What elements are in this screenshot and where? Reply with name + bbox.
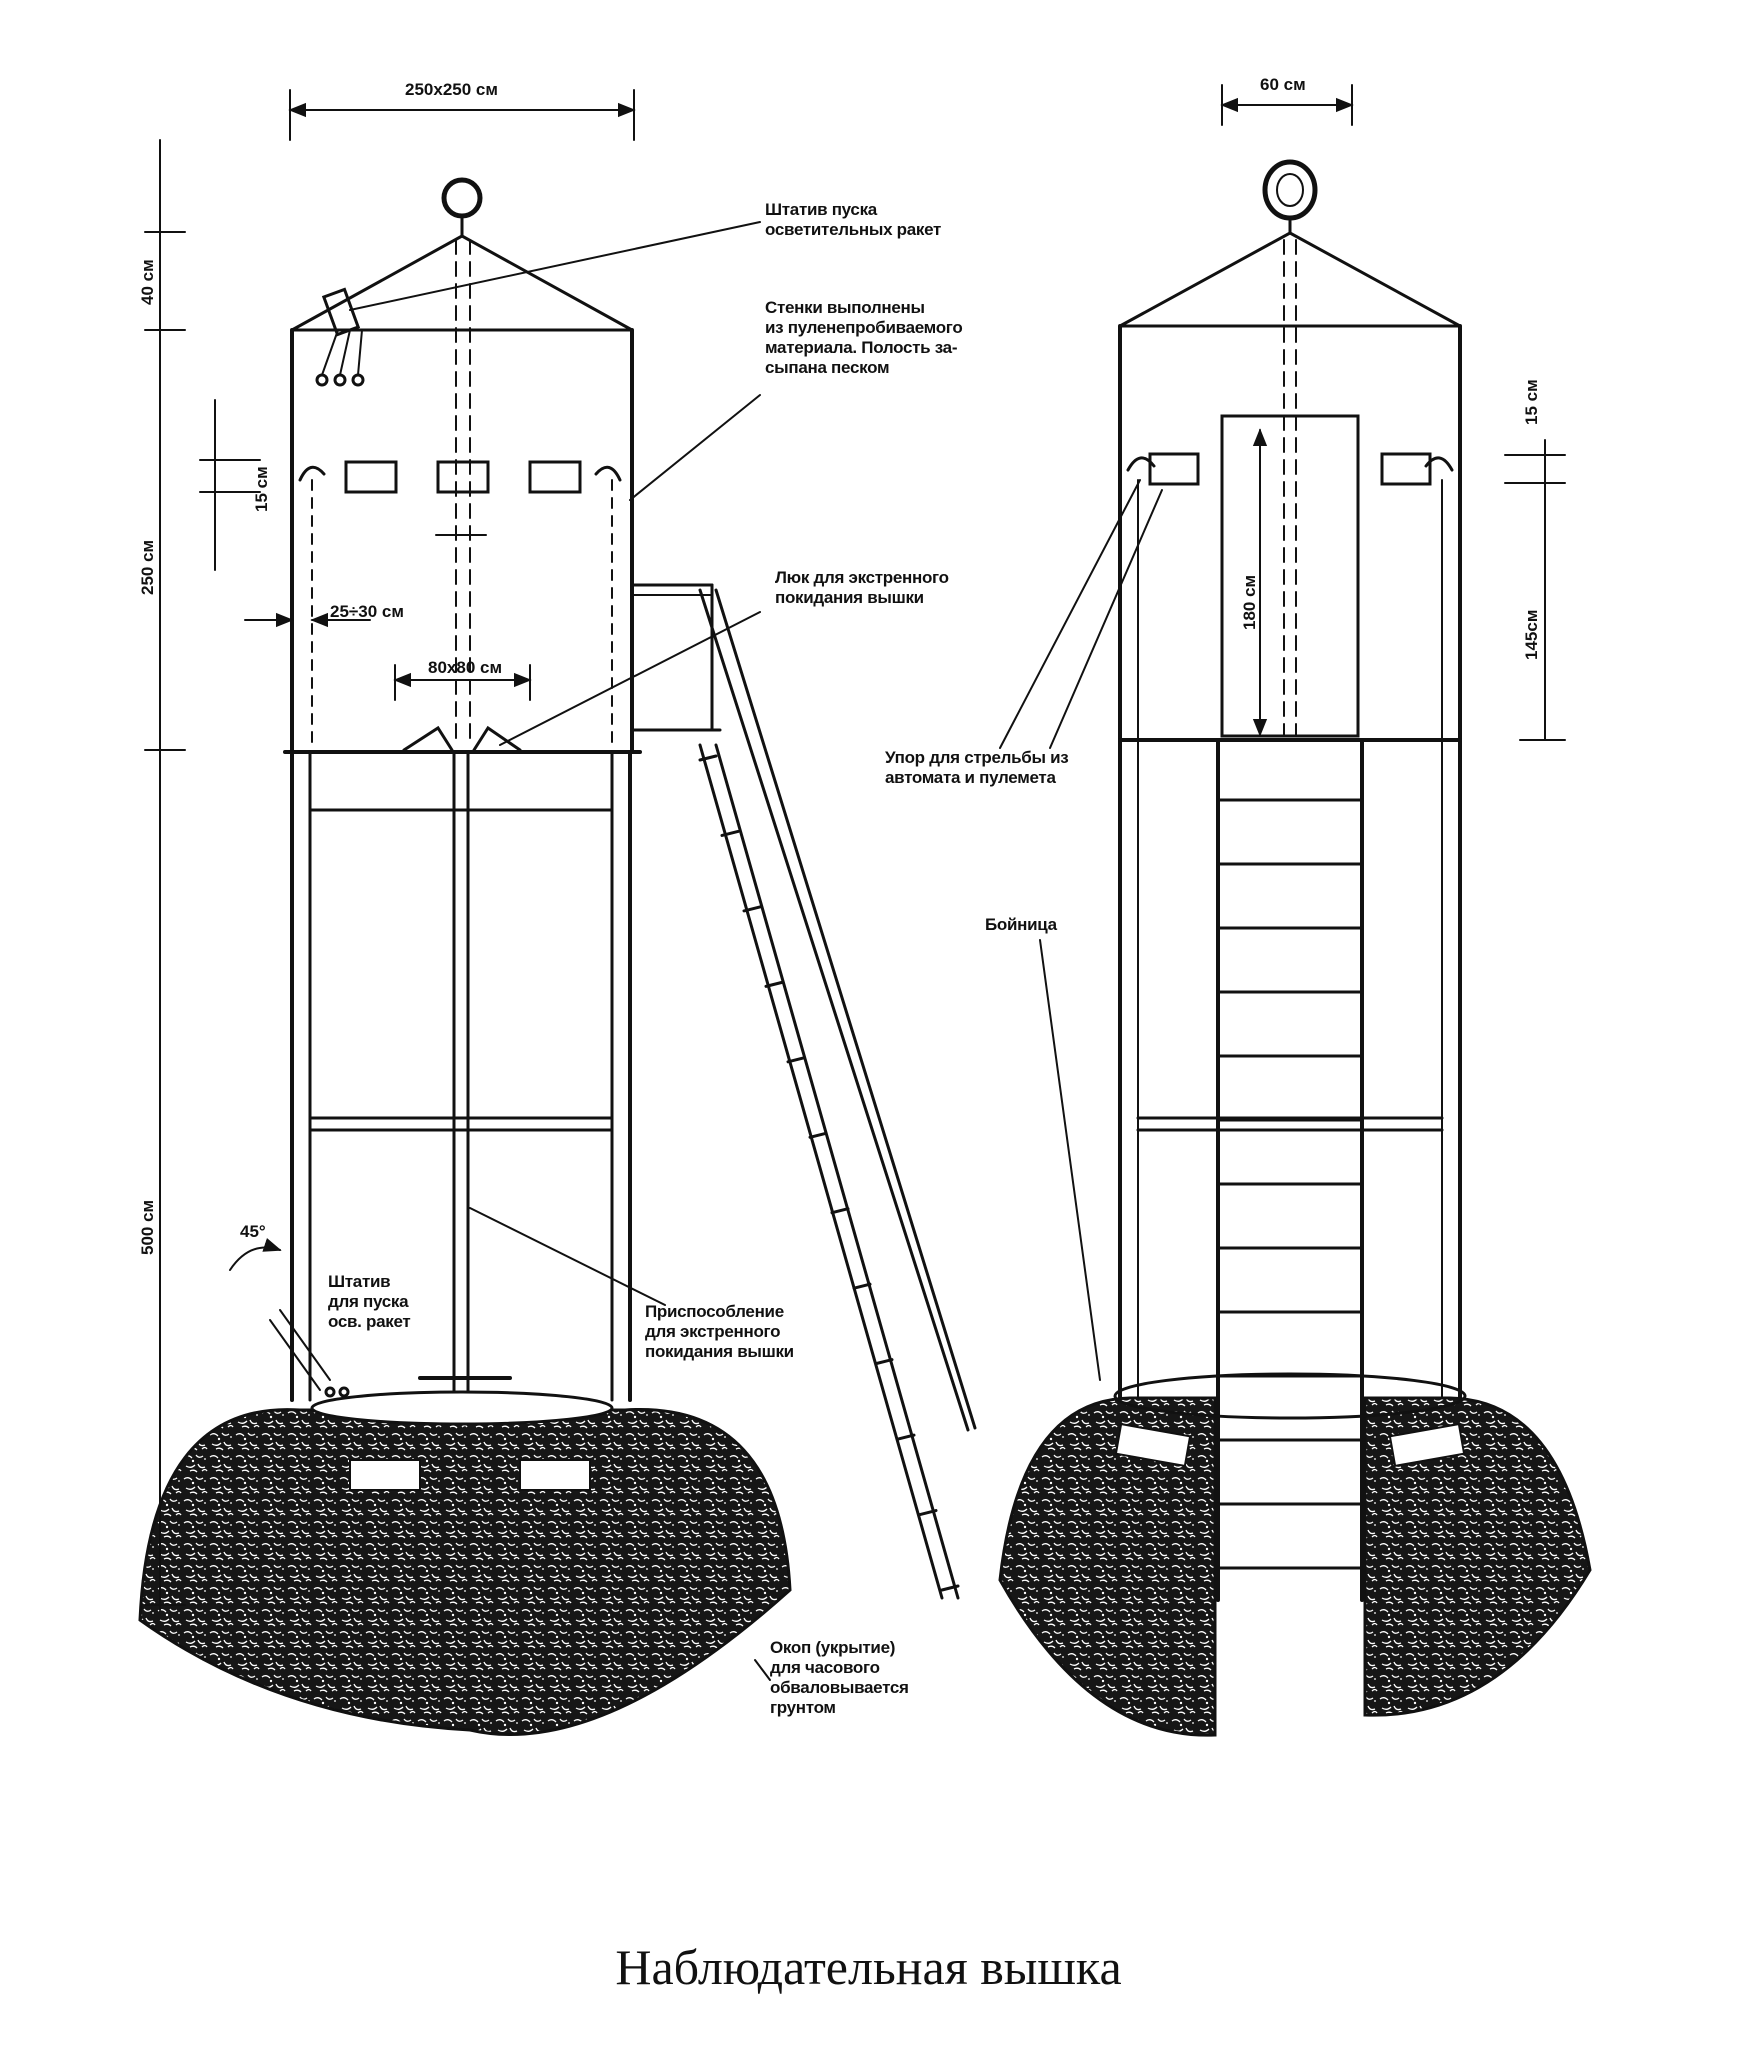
right-embrasure-1: [1148, 452, 1200, 486]
left-ladder: [698, 588, 977, 1600]
dim-angle: 45°: [240, 1222, 266, 1241]
ladder-rung: [698, 754, 718, 762]
label-walls: Стенки выполнены из пуленепробиваемого м…: [765, 298, 963, 377]
left-embrasure-3: [528, 460, 582, 494]
ladder-rung: [764, 980, 784, 988]
left-tower: [138, 177, 977, 1736]
label-flare-launcher-bottom: Штатив для пуска осв. ракет: [328, 1272, 411, 1331]
right-earth-mound-right: [1363, 1396, 1592, 1717]
leader-lines: [349, 221, 1163, 1681]
right-door: [1220, 414, 1360, 738]
figure-caption: Наблюдательная вышка: [615, 1939, 1122, 1995]
dim-500cm: 500 см: [138, 1199, 157, 1255]
dim-40cm: 40 см: [138, 259, 157, 305]
ladder-rung: [808, 1131, 828, 1139]
right-embrasure-2: [1380, 452, 1432, 486]
ladder-rung: [874, 1358, 894, 1366]
ladder-rung: [852, 1282, 872, 1290]
dim-15cm-left: 15 см: [252, 466, 271, 512]
right-ladder: [1216, 738, 1364, 1602]
right-earth-mound-left: [998, 1396, 1217, 1737]
left-lamp: [441, 177, 483, 219]
flare-launcher-top: [321, 287, 361, 337]
dim-180cm: 180 см: [1240, 574, 1259, 630]
dim-15cm-right: 15 см: [1522, 379, 1541, 425]
dim-width-left: 250x250 см: [405, 80, 498, 99]
dimension-lines: [144, 84, 1566, 1611]
dim-hatch-size: 80x80 см: [428, 658, 503, 677]
label-gun-rest: Упор для стрельбы из автомата и пулемета: [885, 748, 1069, 787]
label-loophole: Бойница: [985, 915, 1057, 934]
right-lamp: [1262, 159, 1318, 221]
ladder-rung: [786, 1056, 806, 1064]
label-escape-device: Приспособление для экстренного покидания…: [645, 1302, 794, 1361]
right-tower: [998, 159, 1592, 1737]
left-embrasure-2: [436, 460, 490, 494]
ladder-rung: [720, 829, 740, 837]
ladder-rung: [940, 1584, 960, 1592]
dim-wall-thickness: 25÷30 см: [330, 602, 404, 621]
dim-145cm: 145см: [1522, 609, 1541, 660]
left-roof: [290, 234, 634, 332]
ladder-rung: [742, 905, 762, 913]
label-trench: Окоп (укрытие) для часового обваловывает…: [770, 1638, 909, 1717]
ladder-rung: [896, 1433, 916, 1441]
right-roof: [1118, 231, 1462, 328]
left-earth-mound: [138, 1408, 792, 1736]
label-flare-launcher-top: Штатив пуска осветительных ракет: [765, 200, 942, 239]
ladder-rung: [830, 1207, 850, 1215]
left-embrasure-1: [344, 460, 398, 494]
label-hatch: Люк для экстренного покидания вышки: [775, 568, 949, 607]
ladder-rung: [918, 1509, 938, 1517]
dim-250cm: 250 см: [138, 539, 157, 595]
dim-width-right: 60 см: [1260, 75, 1306, 94]
